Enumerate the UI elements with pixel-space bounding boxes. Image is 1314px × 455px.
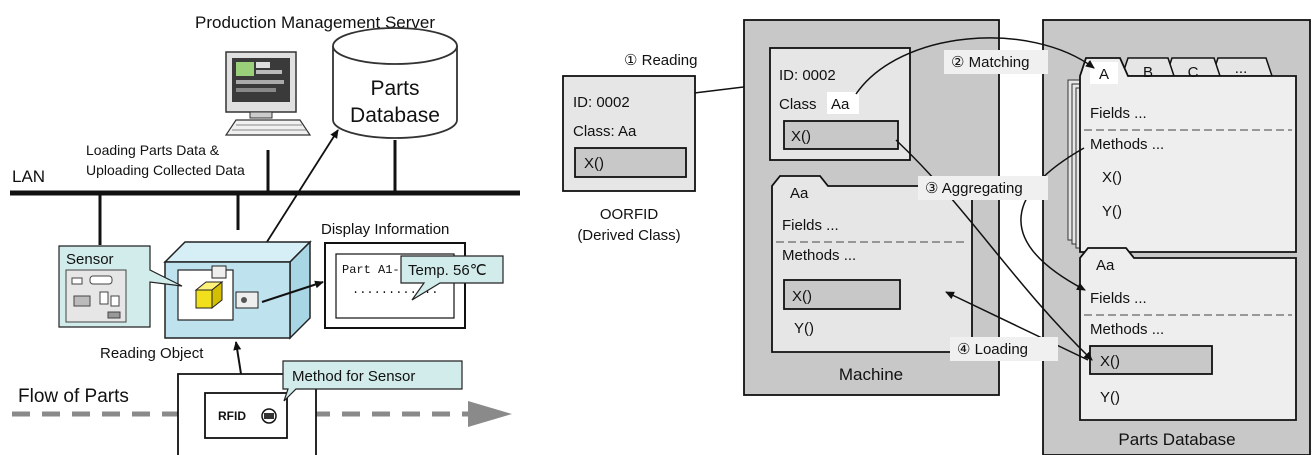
- machine-obj-method-box: [783, 120, 899, 150]
- loading-arrow: [945, 291, 1089, 361]
- reading-object-box: [163, 240, 312, 340]
- temp-callout: Temp. 56℃: [400, 255, 504, 301]
- db-class-folder: [1079, 247, 1297, 421]
- class-tabs: [1120, 57, 1274, 77]
- machine-methods: Methods ...: [782, 247, 856, 264]
- parts-database-cylinder: Parts Database: [332, 27, 458, 139]
- step-aggregating-label: ③ Aggregating: [925, 180, 1023, 197]
- machine-label: Machine: [839, 365, 903, 384]
- db-card-method-x: X(): [1102, 169, 1122, 186]
- machine-method-y: Y(): [794, 320, 814, 337]
- display-info-label: Display Information: [321, 221, 449, 238]
- parts-db-label: Parts Database: [1118, 430, 1235, 449]
- tab-c-label: C: [1188, 64, 1199, 81]
- machine-method-x-box: [783, 279, 901, 310]
- machine-obj-class-highlight: [827, 92, 859, 114]
- machine-obj-class-value: Aa: [831, 96, 850, 113]
- machine-obj-class-prefix: Class: [779, 96, 817, 113]
- db-class-fields: Fields ...: [1090, 290, 1147, 307]
- database-label-line2: Database: [350, 104, 440, 127]
- tag-id: ID: 0002: [573, 94, 630, 111]
- method-callout: Method for Sensor: [282, 360, 463, 402]
- machine-obj-id: ID: 0002: [779, 67, 836, 84]
- screen-text: Part A1-2: [342, 263, 407, 277]
- class-card-front: [1079, 57, 1297, 253]
- display-arrow: [261, 280, 324, 303]
- tab-ellipsis-label: ...: [1235, 60, 1248, 77]
- x-lookup-arrow: [895, 139, 1093, 361]
- flow-label: Flow of Parts: [18, 386, 129, 407]
- db-card-fields: Fields ...: [1090, 105, 1147, 122]
- tab-b-label: B: [1143, 64, 1153, 81]
- matching-arrow: [855, 37, 1095, 95]
- sensor-board-icon: [65, 269, 127, 323]
- temp-text: Temp. 56℃: [408, 262, 487, 279]
- reading-object-label: Reading Object: [100, 345, 204, 362]
- loading-text-line2: Uploading Collected Data: [86, 162, 245, 178]
- aggregating-arrow: [1020, 147, 1086, 291]
- db-class-method-y: Y(): [1100, 389, 1120, 406]
- db-class-method-x-box: [1089, 345, 1213, 375]
- flow-arrowhead: [468, 401, 512, 427]
- machine-class-tab: Aa: [790, 185, 809, 202]
- step-matching-label: ② Matching: [951, 54, 1029, 71]
- server-label: Production Management Server: [195, 13, 435, 32]
- tab-a-label: A: [1099, 66, 1109, 83]
- machine-method-x: X(): [792, 288, 812, 305]
- aggregating-label-bg: [918, 176, 1048, 200]
- tab-a-highlight: [1090, 62, 1118, 84]
- db-class-method-x: X(): [1100, 353, 1120, 370]
- sensor-label: Sensor: [66, 251, 114, 268]
- matching-label-bg: [944, 50, 1048, 74]
- machine-obj-method: X(): [791, 128, 811, 145]
- sensor-callout: Sensor: [58, 245, 183, 328]
- method-callout-text: Method for Sensor: [292, 368, 415, 385]
- db-class-tab: Aa: [1096, 257, 1115, 274]
- oorfid-label-line2: (Derived Class): [577, 227, 680, 244]
- computer-icon: [224, 51, 312, 136]
- database-label-line1: Parts: [370, 77, 419, 100]
- db-class-methods: Methods ...: [1090, 321, 1164, 338]
- machine-fields: Fields ...: [782, 217, 839, 234]
- tag-class: Class: Aa: [573, 123, 637, 140]
- tag-method: X(): [584, 155, 604, 172]
- db-card-methods: Methods ...: [1090, 136, 1164, 153]
- lan-label: LAN: [12, 167, 45, 186]
- data-exchange-arrow: [256, 129, 339, 258]
- rfid-chip-icon: [261, 408, 277, 424]
- loading-label-bg: [950, 337, 1058, 361]
- rfid-label: RFID: [218, 409, 246, 423]
- loading-text-line1: Loading Parts Data &: [86, 142, 220, 158]
- tag-method-box: [574, 147, 687, 178]
- oorfid-label-line1: OORFID: [600, 206, 658, 223]
- db-card-method-y: Y(): [1102, 203, 1122, 220]
- step-loading-label: ④ Loading: [957, 341, 1028, 358]
- step-reading-label: ① Reading: [624, 52, 698, 69]
